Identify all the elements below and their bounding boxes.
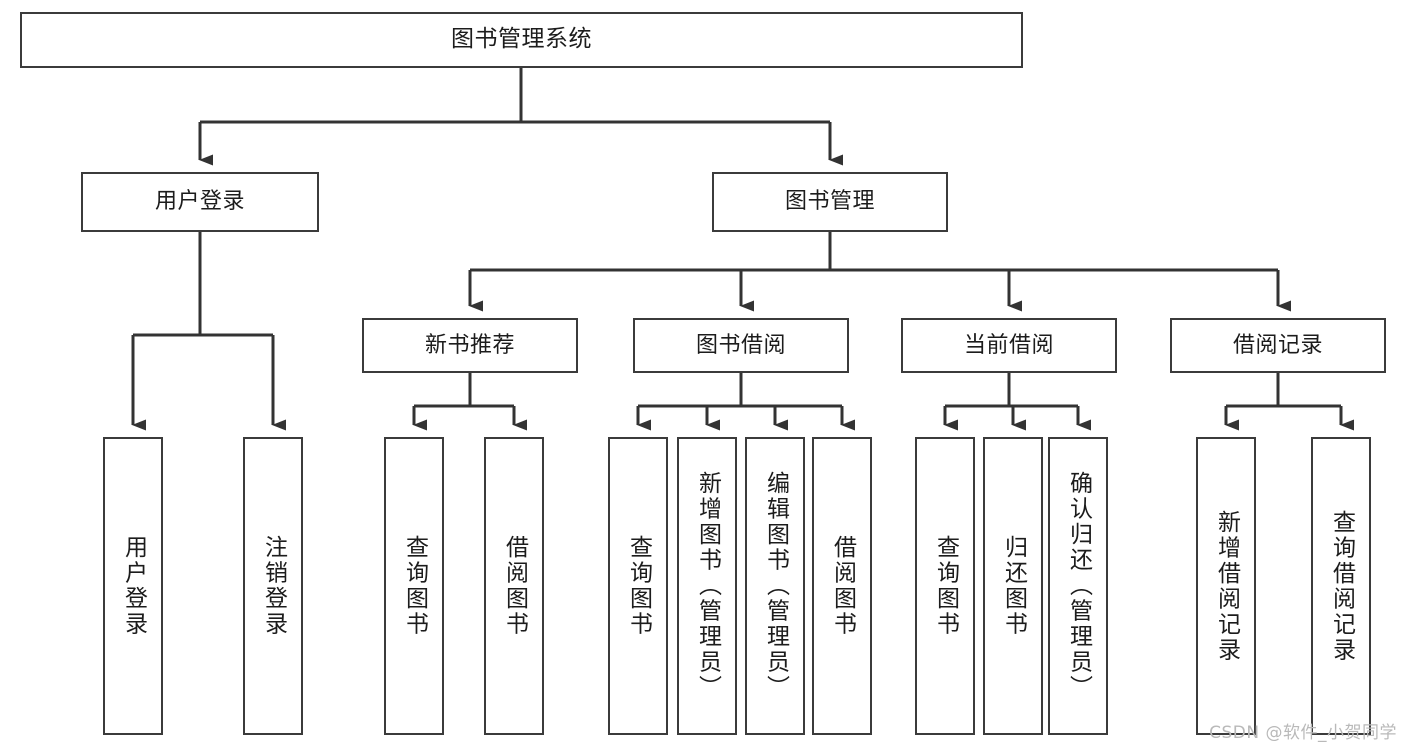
leaf-borrow-book-2[interactable]: 借阅图书: [812, 437, 872, 735]
node-borrow-record-label: 借阅记录: [1232, 332, 1323, 358]
edge-current-borrow-to-leaves: [943, 373, 1091, 431]
node-book-borrow-label: 图书借阅: [695, 332, 786, 358]
node-borrow-record[interactable]: 借阅记录: [1170, 318, 1386, 373]
node-new-book-recommendation-label: 新书推荐: [424, 332, 515, 358]
leaf-user-login[interactable]: 用户登录: [103, 437, 163, 735]
leaf-logout[interactable]: 注销登录: [243, 437, 303, 735]
edge-user-login-to-leaves: [131, 232, 286, 431]
node-book-borrow[interactable]: 图书借阅: [633, 318, 849, 373]
leaf-return-book[interactable]: 归还图书: [983, 437, 1043, 735]
leaf-query-borrow-record[interactable]: 查询借阅记录: [1311, 437, 1371, 735]
leaf-edit-book-label: 编辑图书（管理员）: [762, 471, 789, 701]
edge-book-manage-to-level2: [468, 232, 1291, 312]
leaf-user-login-label: 用户登录: [120, 535, 147, 637]
leaf-borrow-book-1[interactable]: 借阅图书: [484, 437, 544, 735]
leaf-query-book-3-label: 查询图书: [932, 535, 959, 637]
node-book-manage-label: 图书管理: [784, 189, 875, 215]
node-new-book-recommendation[interactable]: 新书推荐: [362, 318, 578, 373]
leaf-query-book-1-label: 查询图书: [401, 535, 428, 637]
leaf-borrow-book-1-label: 借阅图书: [501, 535, 528, 637]
leaf-confirm-return[interactable]: 确认归还（管理员）: [1048, 437, 1108, 735]
edge-borrow-record-to-leaves: [1224, 373, 1354, 431]
leaf-query-book-3[interactable]: 查询图书: [915, 437, 975, 735]
leaf-add-borrow-record[interactable]: 新增借阅记录: [1196, 437, 1256, 735]
leaf-return-book-label: 归还图书: [1000, 535, 1027, 637]
leaf-borrow-book-2-label: 借阅图书: [829, 535, 856, 637]
leaf-add-borrow-record-label: 新增借阅记录: [1213, 509, 1240, 663]
node-current-borrow[interactable]: 当前借阅: [901, 318, 1117, 373]
leaf-edit-book[interactable]: 编辑图书（管理员）: [745, 437, 805, 735]
node-book-manage[interactable]: 图书管理: [712, 172, 948, 232]
leaf-add-book-label: 新增图书（管理员）: [694, 471, 721, 701]
edge-book-borrow-to-leaves: [636, 373, 855, 431]
leaf-query-book-2-label: 查询图书: [625, 535, 652, 637]
edge-root-to-level1: [198, 68, 843, 166]
node-root-label: 图书管理系统: [451, 26, 592, 53]
leaf-add-book[interactable]: 新增图书（管理员）: [677, 437, 737, 735]
csdn-watermark: CSDN @软件_小贺同学: [1209, 723, 1397, 743]
node-root[interactable]: 图书管理系统: [20, 12, 1023, 68]
leaf-confirm-return-label: 确认归还（管理员）: [1065, 471, 1092, 701]
edge-new-book-rec-to-leaves: [412, 373, 527, 431]
leaf-query-book-1[interactable]: 查询图书: [384, 437, 444, 735]
node-user-login-label: 用户登录: [154, 189, 245, 215]
leaf-logout-label: 注销登录: [260, 535, 287, 637]
node-current-borrow-label: 当前借阅: [963, 332, 1054, 358]
leaf-query-book-2[interactable]: 查询图书: [608, 437, 668, 735]
node-user-login[interactable]: 用户登录: [81, 172, 319, 232]
leaf-query-borrow-record-label: 查询借阅记录: [1328, 509, 1355, 663]
